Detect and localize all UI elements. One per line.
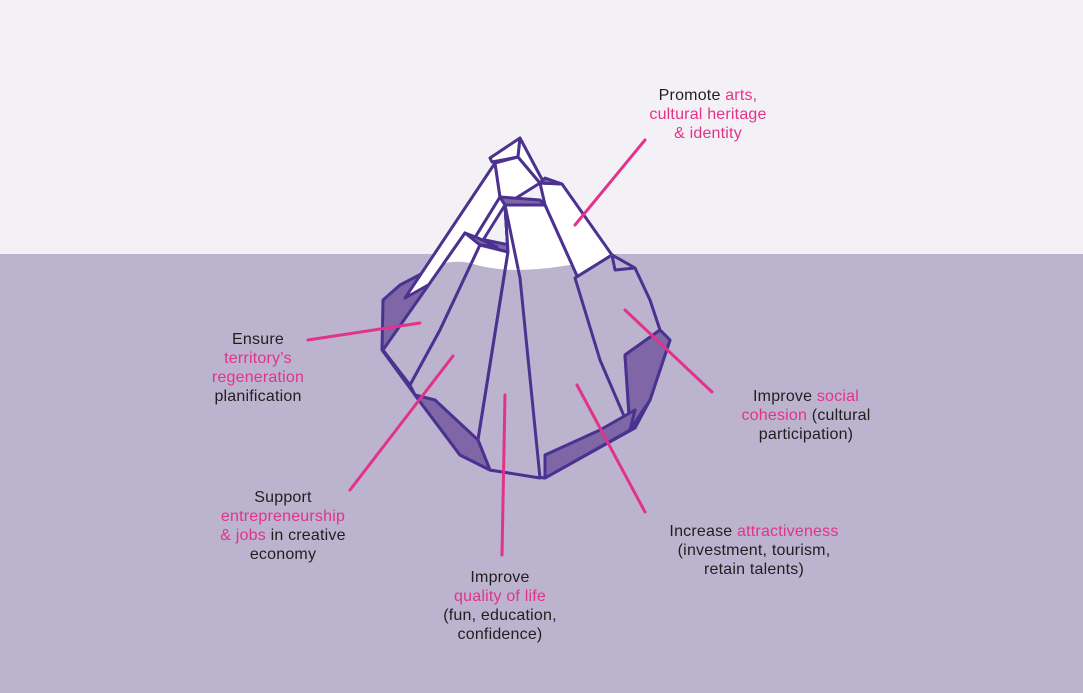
highlight-text: attractiveness xyxy=(737,523,839,540)
label-text: (investment, tourism, xyxy=(677,542,831,559)
highlight-text: quality of life xyxy=(454,588,546,605)
label-text: participation) xyxy=(758,426,854,443)
label-line: (investment, tourism, xyxy=(634,541,874,560)
label-line: cohesion (cultural xyxy=(706,406,906,425)
label-text: Promote xyxy=(658,87,726,104)
label-text: (fun, education, xyxy=(443,607,557,624)
label-line: Promote arts, xyxy=(610,86,806,105)
label-line: participation) xyxy=(706,425,906,444)
label-line: quality of life xyxy=(415,587,585,606)
label-text: retain talents) xyxy=(704,561,804,578)
highlight-text: territory’s xyxy=(224,350,292,367)
label-line: territory’s xyxy=(184,349,332,368)
label-line: Improve social xyxy=(706,387,906,406)
label-text: economy xyxy=(249,546,317,563)
label-text: Ensure xyxy=(232,331,284,348)
highlight-text: cultural heritage xyxy=(649,106,767,123)
leader-attractiveness xyxy=(575,383,647,514)
label-line: Increase attractiveness xyxy=(634,522,874,541)
label-line: Ensure xyxy=(184,330,332,349)
leader-territory xyxy=(306,321,422,342)
label-line: entrepreneurship xyxy=(193,507,373,526)
highlight-text: & jobs xyxy=(220,527,266,544)
leader-arts xyxy=(573,138,647,227)
label-text: Increase xyxy=(669,523,738,540)
label-line: cultural heritage xyxy=(610,105,806,124)
label-text: Improve xyxy=(753,388,817,405)
label-line: regeneration xyxy=(184,368,332,387)
iceberg-front-facets xyxy=(381,176,672,480)
highlight-text: entrepreneurship xyxy=(220,508,346,525)
label-text: Improve xyxy=(470,569,530,586)
label-line: & jobs in creative xyxy=(193,526,373,545)
label-line: Improve xyxy=(415,568,585,587)
label-text: (cultural xyxy=(807,407,871,424)
label-line: planification xyxy=(184,387,332,406)
label-line: & identity xyxy=(610,124,806,143)
label-ensure-territory: Ensure territory’s regeneration planificati… xyxy=(184,330,332,406)
label-line: (fun, education, xyxy=(415,606,585,625)
label-text: Support xyxy=(254,489,312,506)
label-line: confidence) xyxy=(415,625,585,644)
leader-social xyxy=(623,308,714,394)
label-increase-attractiveness: Increase attractiveness(investment, tour… xyxy=(634,522,874,579)
highlight-text: regeneration xyxy=(211,369,305,386)
label-text: confidence) xyxy=(457,626,543,643)
label-promote-arts: Promote arts,cultural heritage& identity xyxy=(610,86,806,143)
label-improve-quality-of-life: Improve quality of life (fun, education, co… xyxy=(415,568,585,644)
label-text: in creative xyxy=(265,527,346,544)
leader-lines xyxy=(306,138,714,557)
highlight-text: arts, xyxy=(725,87,758,104)
label-line: retain talents) xyxy=(634,560,874,579)
leader-entrepreneurship xyxy=(348,354,455,492)
label-text: planification xyxy=(214,388,302,405)
label-line: economy xyxy=(193,545,373,564)
highlight-text: social xyxy=(816,388,859,405)
highlight-text: & identity xyxy=(674,125,742,142)
label-line: Support xyxy=(193,488,373,507)
leader-quality xyxy=(500,393,507,557)
highlight-text: cohesion xyxy=(741,407,808,424)
